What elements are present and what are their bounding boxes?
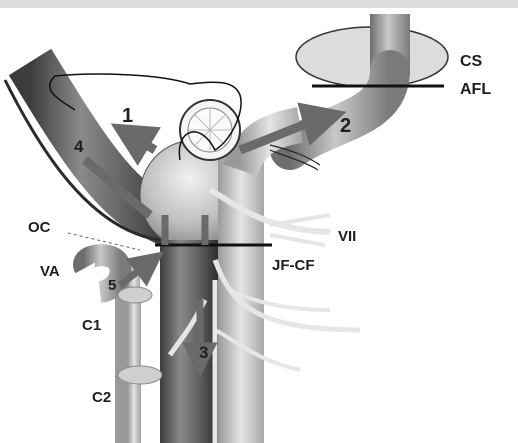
arrow-2-label: 2 [340, 115, 351, 137]
label-jf-cf: JF-CF [272, 257, 315, 274]
label-va: VA [40, 263, 60, 280]
label-c2: C2 [92, 389, 111, 406]
top-border [0, 0, 518, 8]
internal-jugular-vein [160, 240, 218, 443]
label-cs: CS [460, 53, 483, 70]
label-oc: OC [28, 219, 51, 236]
vertebral-artery [128, 280, 140, 443]
c2-foramen [118, 366, 162, 384]
arrow-1-label: 1 [122, 105, 133, 127]
c1-foramen [118, 287, 152, 303]
arrow-4-label: 4 [74, 137, 84, 156]
label-c1: C1 [82, 317, 101, 334]
arrow-5-label: 5 [108, 277, 116, 294]
arrow-1-shape [130, 135, 155, 150]
label-vii: VII [338, 228, 356, 245]
arrow-3-label: 3 [199, 343, 208, 362]
label-afl: AFL [460, 81, 491, 98]
